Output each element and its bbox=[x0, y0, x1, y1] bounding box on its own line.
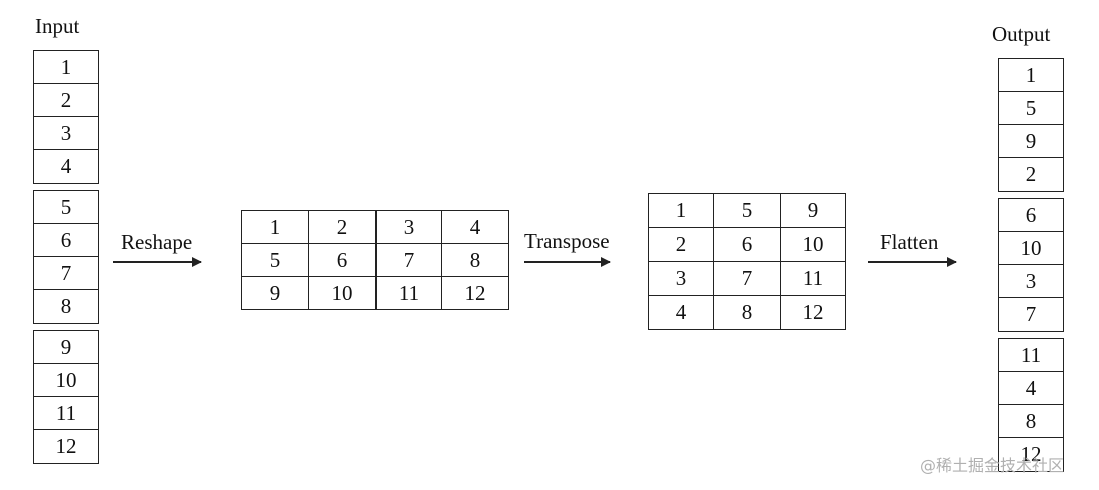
input-title: Input bbox=[35, 14, 80, 38]
reshape-arrow bbox=[113, 257, 202, 267]
flatten-label: Flatten bbox=[880, 230, 939, 254]
input-cell: 6 bbox=[34, 224, 98, 257]
matrix-cell: 5 bbox=[713, 193, 781, 228]
input-cell: 8 bbox=[60, 294, 72, 318]
matrix-cell: 12 bbox=[441, 276, 509, 310]
matrix-cell: 11 bbox=[780, 261, 846, 296]
output-group-3: 11 4 8 12 bbox=[998, 338, 1064, 472]
transpose-arrow bbox=[524, 257, 611, 267]
matrix-cell: 12 bbox=[780, 295, 846, 330]
output-cell: 4 bbox=[999, 372, 1063, 405]
matrix-cell: 11 bbox=[375, 276, 442, 310]
input-cell: 3 bbox=[34, 117, 98, 150]
matrix-cell: 3 bbox=[648, 261, 714, 296]
output-cell: 6 bbox=[999, 199, 1063, 232]
matrix-cell: 5 bbox=[241, 243, 309, 277]
input-cell: 2 bbox=[34, 84, 98, 117]
watermark: @稀土掘金技术社区 bbox=[920, 456, 1065, 475]
input-column: 1 2 3 4 5 6 7 8 9 10 11 12 bbox=[33, 50, 99, 470]
matrix-cell: 6 bbox=[308, 243, 377, 277]
output-cell: 7 bbox=[1025, 302, 1037, 326]
flatten-arrow bbox=[868, 257, 957, 267]
matrix-cell: 2 bbox=[648, 227, 714, 262]
input-group-1: 1 2 3 4 bbox=[33, 50, 99, 184]
output-cell: 12 bbox=[1020, 442, 1042, 466]
output-cell: 8 bbox=[999, 405, 1063, 438]
reshape-matrix: 1 2 3 4 5 6 7 8 9 10 11 12 bbox=[241, 210, 509, 310]
transpose-matrix: 1 5 9 2 6 10 3 7 11 4 8 12 bbox=[648, 193, 846, 330]
matrix-cell: 4 bbox=[648, 295, 714, 330]
output-cell: 11 bbox=[999, 339, 1063, 372]
matrix-cell: 8 bbox=[713, 295, 781, 330]
output-cell: 9 bbox=[999, 125, 1063, 158]
transpose-label: Transpose bbox=[524, 229, 610, 253]
matrix-cell: 8 bbox=[441, 243, 509, 277]
matrix-cell: 7 bbox=[375, 243, 442, 277]
output-group-2: 6 10 3 7 bbox=[998, 198, 1064, 332]
output-group-1: 1 5 9 2 bbox=[998, 58, 1064, 192]
input-cell: 4 bbox=[60, 154, 72, 178]
matrix-cell: 9 bbox=[241, 276, 309, 310]
input-cell: 9 bbox=[34, 331, 98, 364]
matrix-cell: 3 bbox=[375, 210, 442, 244]
output-cell: 1 bbox=[999, 59, 1063, 92]
output-cell: 3 bbox=[999, 265, 1063, 298]
input-cell: 11 bbox=[34, 397, 98, 430]
matrix-cell: 7 bbox=[713, 261, 781, 296]
reshape-label: Reshape bbox=[121, 230, 193, 254]
matrix-cell: 2 bbox=[308, 210, 377, 244]
output-cell: 10 bbox=[999, 232, 1063, 265]
output-cell: 2 bbox=[1025, 162, 1037, 186]
output-column: 1 5 9 2 6 10 3 7 11 4 8 12 bbox=[998, 58, 1064, 478]
output-title: Output bbox=[992, 22, 1051, 46]
matrix-cell: 1 bbox=[241, 210, 309, 244]
matrix-cell: 4 bbox=[441, 210, 509, 244]
matrix-cell: 6 bbox=[713, 227, 781, 262]
matrix-cell: 1 bbox=[648, 193, 714, 228]
input-group-2: 5 6 7 8 bbox=[33, 190, 99, 324]
matrix-cell: 9 bbox=[780, 193, 846, 228]
input-cell: 5 bbox=[34, 191, 98, 224]
input-cell: 12 bbox=[55, 434, 77, 458]
input-cell: 10 bbox=[34, 364, 98, 397]
input-cell: 1 bbox=[34, 51, 98, 84]
input-cell: 7 bbox=[34, 257, 98, 290]
input-group-3: 9 10 11 12 bbox=[33, 330, 99, 464]
output-cell: 5 bbox=[999, 92, 1063, 125]
matrix-cell: 10 bbox=[308, 276, 377, 310]
matrix-cell: 10 bbox=[780, 227, 846, 262]
